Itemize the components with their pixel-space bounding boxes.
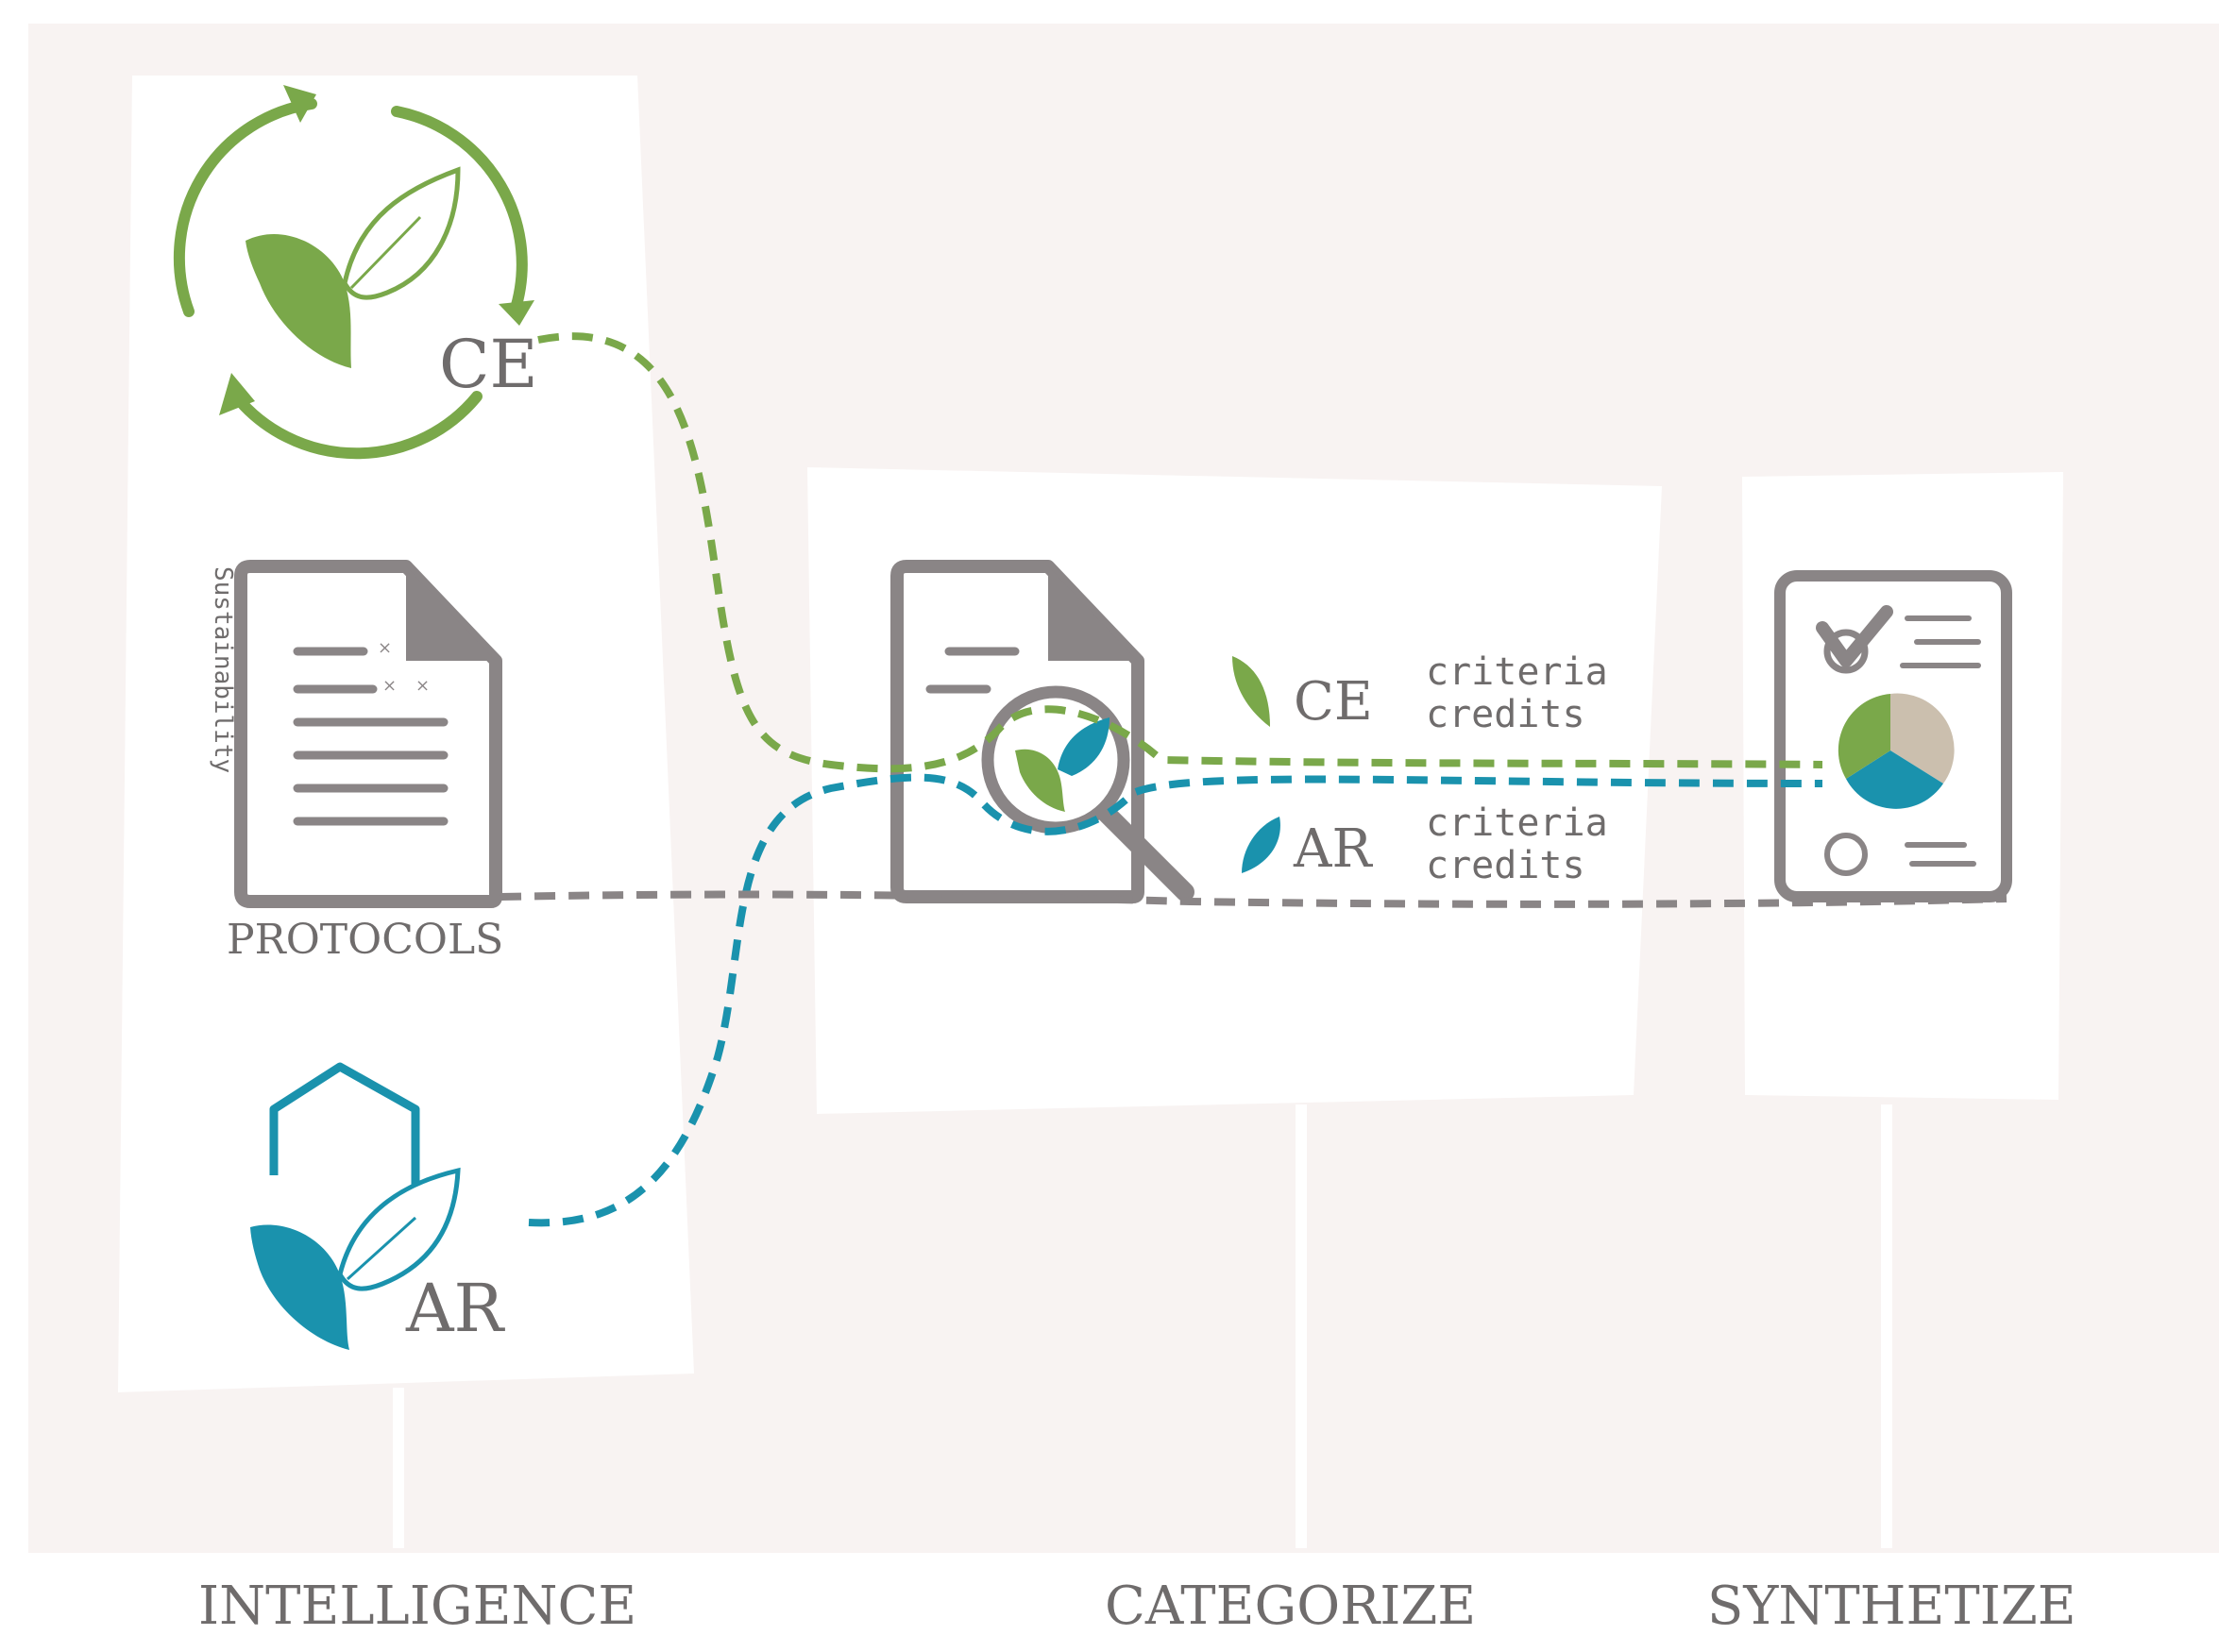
categorize-panel (807, 467, 1662, 1114)
categorize-ce-label: CE (1294, 671, 1373, 733)
ar-credits-text: credits (1426, 844, 1585, 887)
svg-text:×: × (382, 676, 397, 696)
svg-text:×: × (415, 676, 430, 696)
ce-label: CE (439, 326, 538, 403)
ce-criteria-text: criteria (1426, 650, 1608, 694)
ar-flow-line (528, 773, 1823, 1227)
ar-leaf-icon (1242, 817, 1280, 873)
protocols-flow-line (500, 890, 2007, 908)
ce-flow-line (537, 332, 1823, 773)
stage-label-categorize: CATEGORIZE (1105, 1576, 1476, 1637)
svg-text:×: × (378, 638, 392, 658)
ce-credits-text: credits (1426, 693, 1585, 736)
stage-label-intelligence: INTELLIGENCE (198, 1576, 636, 1637)
ar-criteria-text: criteria (1426, 801, 1608, 845)
ar-label: AR (405, 1270, 506, 1347)
analysis-document-icon (890, 560, 1144, 903)
magnifier-icon (981, 685, 1194, 902)
pie-chart-icon (1838, 693, 1955, 809)
circular-economy-icon (173, 85, 534, 460)
architectural-regeneration-icon (250, 1062, 461, 1350)
protocols-label: PROTOCOLS (227, 916, 503, 964)
stage-label-synthetize: SYNTHETIZE (1707, 1576, 2076, 1637)
sustainability-vertical-label: Sustainability (209, 566, 237, 773)
protocols-document-icon: × × × (234, 560, 502, 908)
checkmark-icon (1816, 605, 1893, 667)
intelligence-panel (118, 76, 694, 1392)
categorize-ar-label: AR (1293, 818, 1373, 880)
ce-leaf-icon (1232, 656, 1270, 727)
report-icon (1774, 570, 2012, 902)
